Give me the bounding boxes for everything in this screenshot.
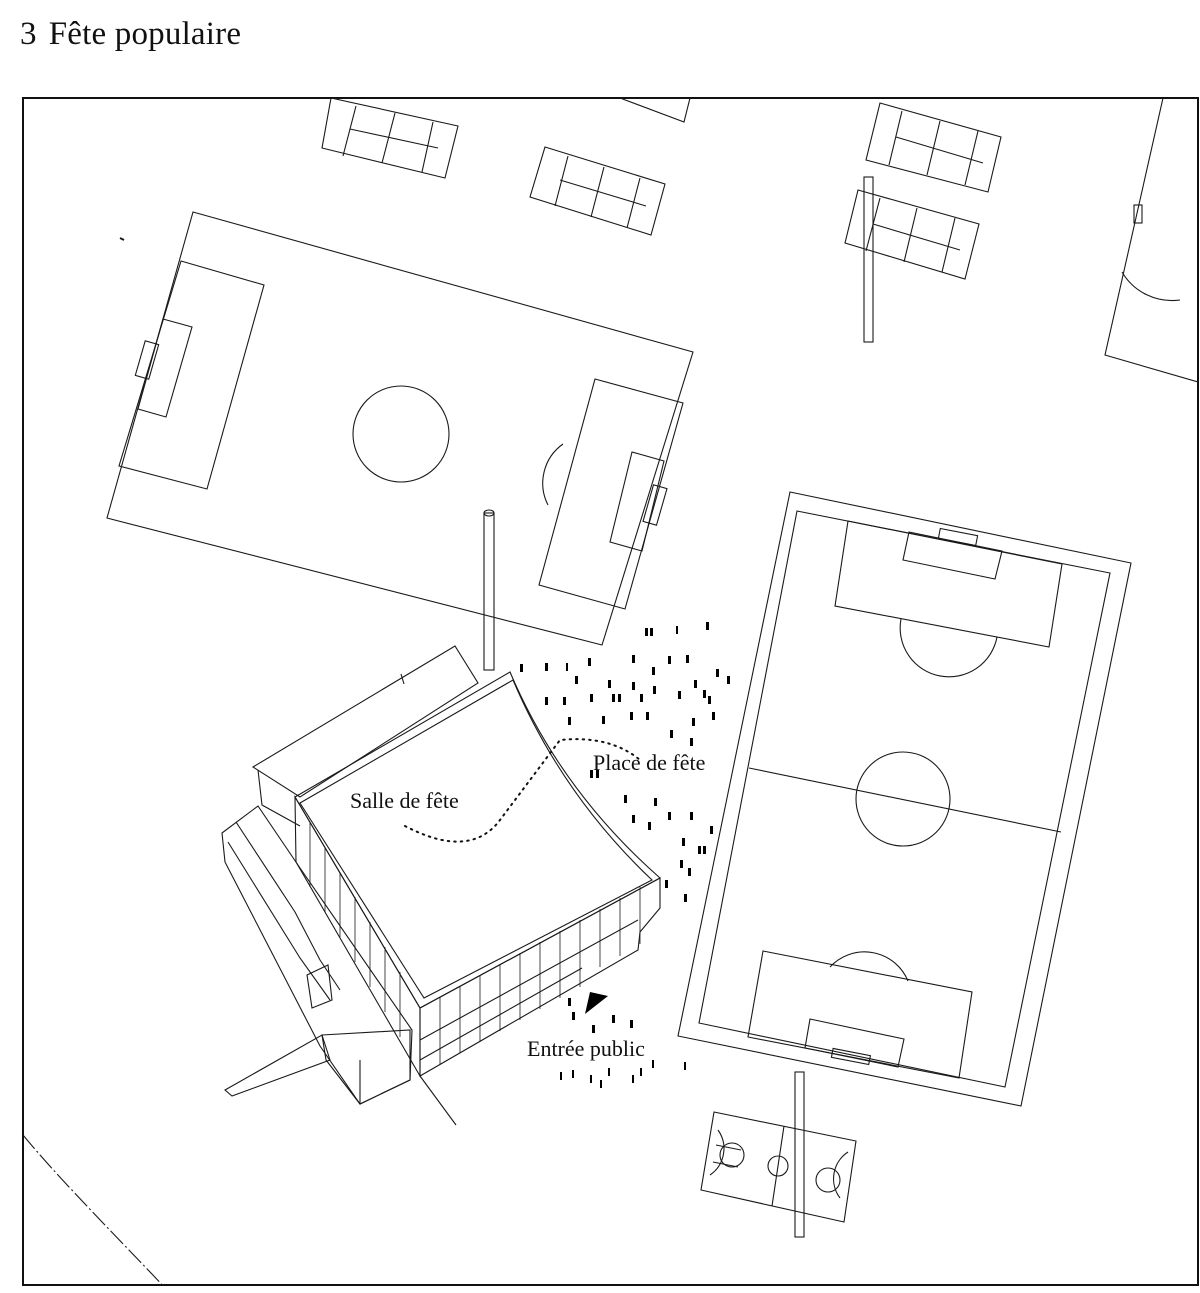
path-dotted — [404, 738, 641, 843]
label-place-de-fete: Place de fête — [593, 750, 705, 775]
basketball-court — [700, 1111, 857, 1223]
tennis-court-4 — [865, 102, 1002, 193]
site-boundary-arc — [23, 1134, 164, 1285]
crowd-figures — [520, 622, 730, 1088]
football-field-east — [677, 491, 1132, 1107]
entrance-arrow — [585, 992, 608, 1014]
tennis-court-5 — [844, 189, 980, 280]
light-pole-north — [863, 176, 874, 343]
page-title: 3 Fête populaire — [20, 12, 241, 56]
page-title-number: 3 — [20, 16, 37, 52]
tennis-court-2 — [529, 146, 666, 236]
light-pole-south — [794, 1071, 805, 1238]
football-field-north — [106, 211, 694, 646]
salle-de-fete-building — [221, 645, 661, 1126]
partial-field-east — [1104, 98, 1198, 383]
page-title-text: Fête populaire — [48, 16, 242, 52]
light-pole-hall — [483, 509, 495, 671]
label-entree-public: Entrée public — [527, 1036, 645, 1061]
label-salle-de-fete: Salle de fête — [350, 788, 459, 813]
tennis-court-3 — [619, 98, 691, 123]
tennis-court-1 — [321, 98, 459, 179]
plan-frame — [22, 97, 1199, 1286]
